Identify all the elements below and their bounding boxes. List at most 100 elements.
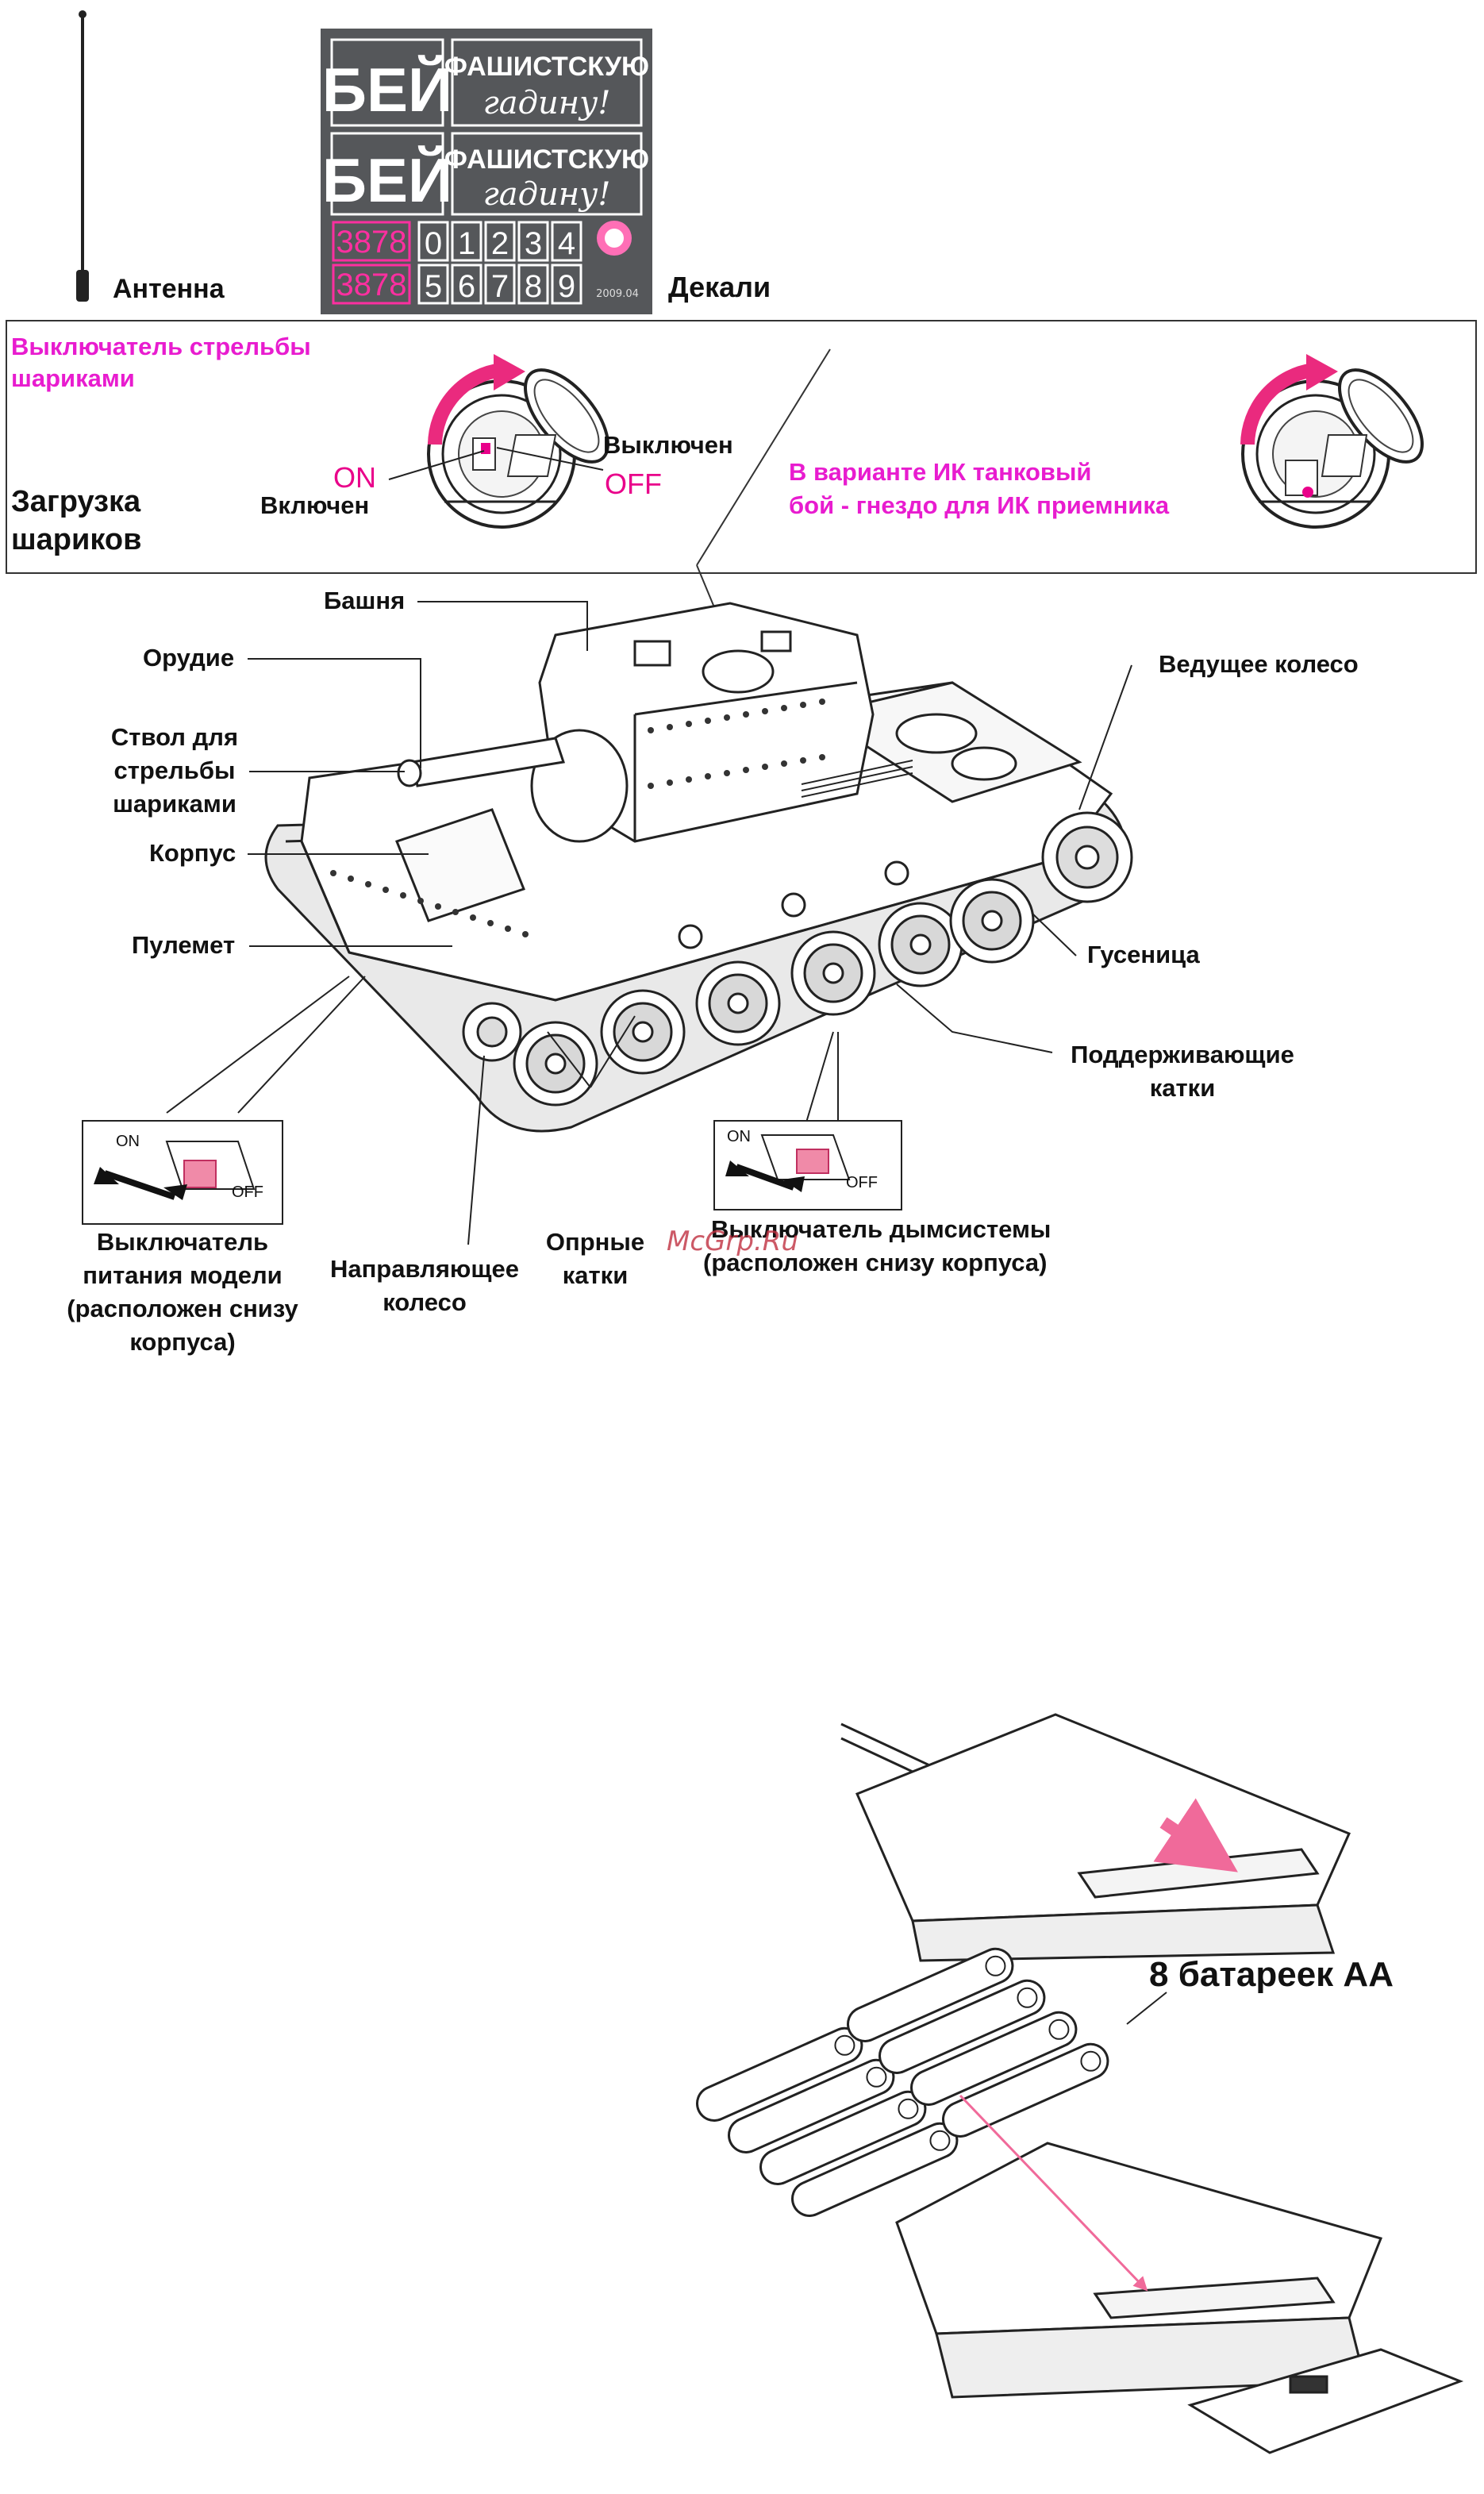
rivet <box>781 760 787 767</box>
rivet <box>648 783 654 789</box>
rivet <box>365 881 371 887</box>
power-switch-label-4: корпуса) <box>129 1328 236 1356</box>
decal-digit-cell <box>417 221 449 262</box>
battery-body <box>730 2061 893 2151</box>
road-wheels-label-2: катки <box>562 1261 629 1289</box>
decal-bei-2: БЕЙ <box>322 145 452 215</box>
battery-terminal <box>929 2130 951 2151</box>
rivet <box>686 776 692 783</box>
road-wheel-cap <box>822 962 844 984</box>
idler-label-1: Направляющее <box>329 1255 520 1283</box>
tank-drawing <box>264 602 1133 1133</box>
decal-slogan-2a: ФАШИСТСКУЮ <box>444 144 649 175</box>
road-wheel-cap <box>727 992 749 1014</box>
rivet <box>667 779 673 786</box>
rivet <box>383 887 389 893</box>
callout-frame <box>6 320 1477 574</box>
decal-digit-cell <box>517 221 549 262</box>
decal-digit: 6 <box>458 269 475 304</box>
rivet <box>705 773 711 779</box>
decal-year: 2009.04 <box>596 288 639 300</box>
decal-digit-cell <box>551 221 582 262</box>
barrel-label-1: Ствол для <box>110 723 239 751</box>
rivet <box>417 898 424 904</box>
rivet <box>648 727 654 733</box>
decal-digit-cell <box>551 264 582 305</box>
rivet <box>330 870 336 876</box>
battery-terminal <box>1048 2019 1070 2040</box>
battery-terminal <box>834 2034 855 2056</box>
ir-label-2: бой - гнездо для ИК приемника <box>789 491 1170 519</box>
loading-label-1: Загрузка <box>11 485 141 518</box>
rivet <box>348 876 354 882</box>
battery-terminal <box>866 2066 887 2088</box>
power-switch-off-text: OFF <box>232 1183 263 1201</box>
decal-digit: 9 <box>558 269 575 304</box>
ball-switch-label-1: Выключатель стрельбы <box>11 333 311 360</box>
decal-digit: 1 <box>458 226 475 261</box>
decal-bei-1: БЕЙ <box>322 55 452 125</box>
track-label: Гусеница <box>1087 941 1200 968</box>
barrel-label-3: шариками <box>113 790 236 818</box>
tank-leader-lines <box>166 601 1132 1245</box>
decal-digit-cell <box>484 221 516 262</box>
road-wheel-cap <box>909 933 932 956</box>
battery-body <box>762 2092 925 2183</box>
decal-digit-cell <box>517 264 549 305</box>
road-wheels-label-1: Опрные <box>545 1228 645 1256</box>
on-label: Включен <box>260 491 370 519</box>
turret-label: Башня <box>324 587 406 614</box>
rivet <box>762 708 768 714</box>
rivet <box>522 931 529 937</box>
rivet <box>470 914 476 921</box>
decals-label: Декали <box>668 271 771 303</box>
battery-terminal <box>1080 2050 1101 2072</box>
road-wheel-cap <box>632 1021 654 1043</box>
support-rollers-label-1: Поддерживающие <box>1071 1041 1294 1068</box>
rivet <box>452 909 459 915</box>
rivet <box>724 770 730 776</box>
battery-terminal <box>1017 1987 1038 2008</box>
decal-digit-cell <box>484 264 516 305</box>
decal-digit: 7 <box>491 269 509 304</box>
antenna-drawing <box>76 10 89 302</box>
loading-label-2: шариков <box>11 523 142 556</box>
decal-slogan-1a: ФАШИСТСКУЮ <box>444 52 649 82</box>
rivet <box>800 757 806 764</box>
battery-body <box>849 1949 1012 2040</box>
battery-label: 8 батареек АА <box>1149 1955 1394 1994</box>
rivet <box>819 754 825 760</box>
rivet <box>819 699 825 705</box>
power-switch-label-1: Выключатель <box>96 1228 269 1256</box>
decal-slogan-1b: гадину! <box>483 85 611 121</box>
decal-digit-cell <box>451 264 482 305</box>
battery-body <box>881 1981 1044 2072</box>
off-text: OFF <box>605 468 662 500</box>
decal-digit: 4 <box>558 226 575 261</box>
watermark: McGrp.Ru <box>667 1226 798 1257</box>
rivet <box>743 711 749 718</box>
rivet <box>705 718 711 724</box>
rivet <box>800 702 806 708</box>
smoke-switch-off-text: OFF <box>846 1174 878 1191</box>
battery-body <box>698 2029 861 2119</box>
smoke-switch-drawing: ON OFF <box>713 1120 902 1210</box>
rivet <box>400 892 406 899</box>
hatch-loading-drawing <box>388 354 609 529</box>
road-wheel-cap <box>544 1053 567 1075</box>
ball-switch-label-2: шариками <box>11 364 135 392</box>
decal-slogan-2b: гадину! <box>483 176 611 213</box>
off-label: Выключен <box>603 431 733 459</box>
battery-terminal <box>898 2098 919 2119</box>
battery-diagram <box>696 1713 1464 2454</box>
decal-digit-cell <box>451 221 482 262</box>
smoke-switch-label-1: Выключатель дымсистемы <box>711 1215 1051 1243</box>
antenna-label: Антенна <box>113 274 225 304</box>
hatch-ir-drawing <box>1240 354 1424 529</box>
gun-label: Орудие <box>143 644 235 672</box>
battery-body <box>794 2124 956 2215</box>
rivet <box>505 926 511 932</box>
rivet <box>743 767 749 773</box>
